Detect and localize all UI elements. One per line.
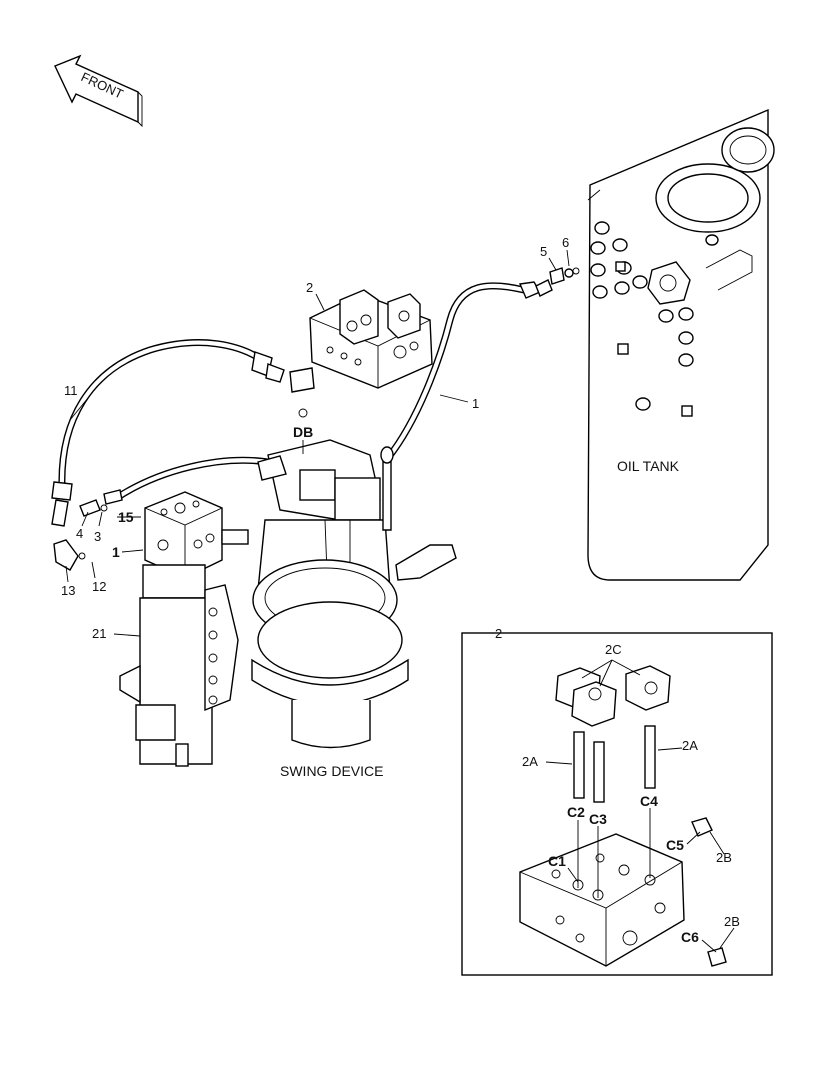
label-2b-bottom: 2B — [724, 914, 740, 929]
oil-tank-caption: OIL TANK — [617, 458, 680, 474]
detail-cartridges-2a — [573, 725, 656, 803]
valve-block-2 — [309, 289, 433, 389]
label-c1: C1 — [548, 853, 566, 869]
callout-13: 13 — [61, 583, 75, 598]
fitting-5-6 — [549, 267, 580, 285]
swivel-joint-21 — [119, 491, 249, 767]
callout-11: 11 — [64, 383, 78, 398]
callout-1-swivel: 1 — [112, 544, 120, 560]
tank-ports — [590, 221, 719, 417]
label-c4: C4 — [640, 793, 658, 809]
callout-db: DB — [293, 424, 313, 440]
hose-15 — [114, 456, 272, 501]
label-c5: C5 — [666, 837, 684, 853]
callout-3: 3 — [94, 529, 101, 544]
swing-device: SWING DEVICE — [251, 439, 457, 779]
leader-lines — [65, 249, 735, 953]
label-c3: C3 — [589, 811, 607, 827]
callouts: 11 1 2 DB 5 6 15 1 4 3 13 12 21 — [61, 235, 569, 641]
callout-1: 1 — [472, 396, 479, 411]
oil-tank: OIL TANK — [587, 108, 775, 581]
callout-15: 15 — [118, 509, 134, 525]
callout-21: 21 — [92, 626, 106, 641]
detail-solenoids-2c — [555, 665, 671, 727]
callout-12: 12 — [92, 579, 106, 594]
callout-2: 2 — [306, 280, 313, 295]
front-arrow: FRONT — [54, 54, 143, 128]
label-c6: C6 — [681, 929, 699, 945]
callout-6: 6 — [562, 235, 569, 250]
label-c2: C2 — [567, 804, 585, 820]
left-fittings — [51, 481, 123, 571]
label-2c: 2C — [605, 642, 622, 657]
label-2b-top: 2B — [716, 850, 732, 865]
label-2a-right: 2A — [682, 738, 698, 753]
detail-number: 2 — [495, 626, 502, 641]
label-2a-left: 2A — [522, 754, 538, 769]
swing-device-caption: SWING DEVICE — [280, 763, 383, 779]
callout-4: 4 — [76, 526, 83, 541]
hose-1 — [384, 279, 553, 462]
callout-5: 5 — [540, 244, 547, 259]
detail-labels: 2 2C 2A 2A C2 C3 C4 C5 2B C1 C6 2B — [495, 626, 740, 945]
detail-frame — [461, 632, 773, 976]
hose-11 — [58, 339, 315, 492]
